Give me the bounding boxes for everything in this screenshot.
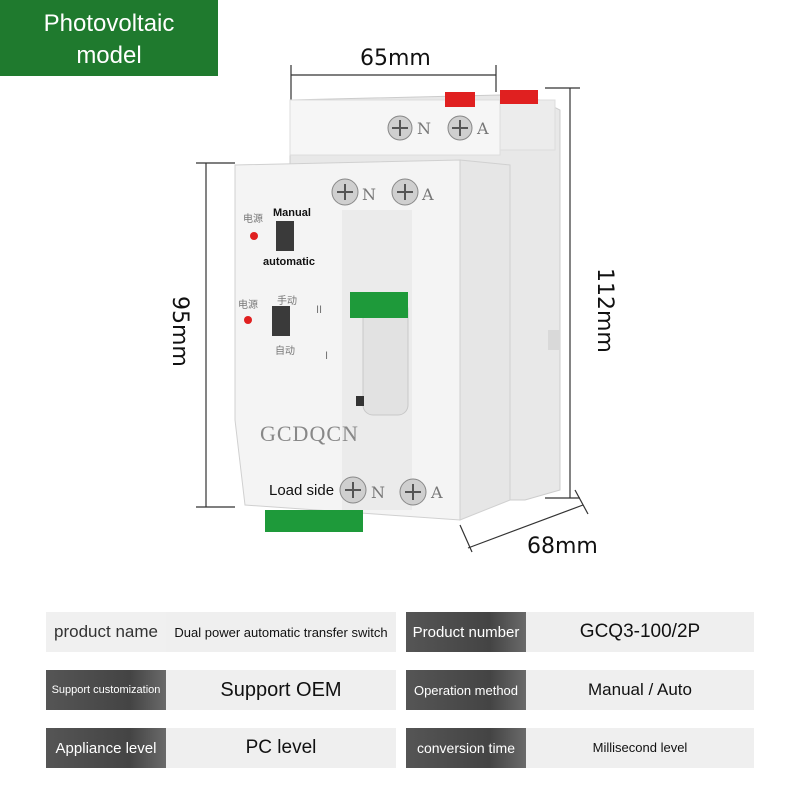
svg-text:N: N — [371, 483, 385, 502]
terminal-markings: N A N A N A — [362, 119, 489, 502]
spec-value-support-customization: Support OEM — [166, 670, 396, 710]
spec-label-conversion-time: conversion time — [406, 728, 526, 768]
spec-value-conversion-time: Millisecond level — [526, 728, 754, 768]
spec-value-appliance-level: PC level — [166, 728, 396, 768]
svg-text:N: N — [417, 119, 431, 138]
height-dimension-left: 95mm — [167, 296, 192, 367]
spec-label-product-number: Product number — [406, 612, 526, 652]
brand-mark: GCDQCN — [260, 421, 359, 446]
model-badge: Photovoltaic model — [0, 0, 218, 76]
handle-roman-two: II — [316, 304, 323, 316]
auto-label-cn: 自动 — [275, 346, 295, 357]
badge-line-2: model — [76, 42, 142, 69]
spec-label-appliance-level: Appliance level — [46, 728, 166, 768]
spec-value-product-number: GCQ3-100/2P — [526, 612, 754, 652]
height-dimension-right: 112mm — [592, 268, 617, 353]
power-label-bottom: 电源 — [238, 300, 258, 311]
dimension-lines — [196, 65, 589, 553]
handle-roman-one: I — [325, 350, 329, 362]
width-dimension: 65mm — [360, 46, 431, 71]
badge-line-1: Photovoltaic — [43, 10, 175, 37]
spec-value-product-name: Dual power automatic transfer switch — [166, 612, 396, 652]
spec-label-operation-method: Operation method — [406, 670, 526, 710]
svg-text:N: N — [362, 185, 376, 204]
front-module — [234, 159, 511, 532]
power-label-top: 电源 — [243, 214, 263, 225]
svg-text:A: A — [421, 185, 434, 204]
svg-text:A: A — [430, 483, 443, 502]
svg-text:A: A — [476, 119, 489, 138]
depth-dimension: 68mm — [527, 534, 598, 559]
manual-label-cn: 手动 — [277, 296, 297, 307]
spec-label-product-name: product name — [46, 612, 166, 652]
spec-label-support-customization: Support customization — [46, 670, 166, 710]
automatic-label: automatic — [263, 256, 315, 268]
spec-value-operation-method: Manual / Auto — [526, 670, 754, 710]
load-side-label: Load side — [269, 482, 335, 499]
product-illustration: N A N A N A — [196, 65, 589, 553]
manual-label: Manual — [273, 207, 311, 219]
